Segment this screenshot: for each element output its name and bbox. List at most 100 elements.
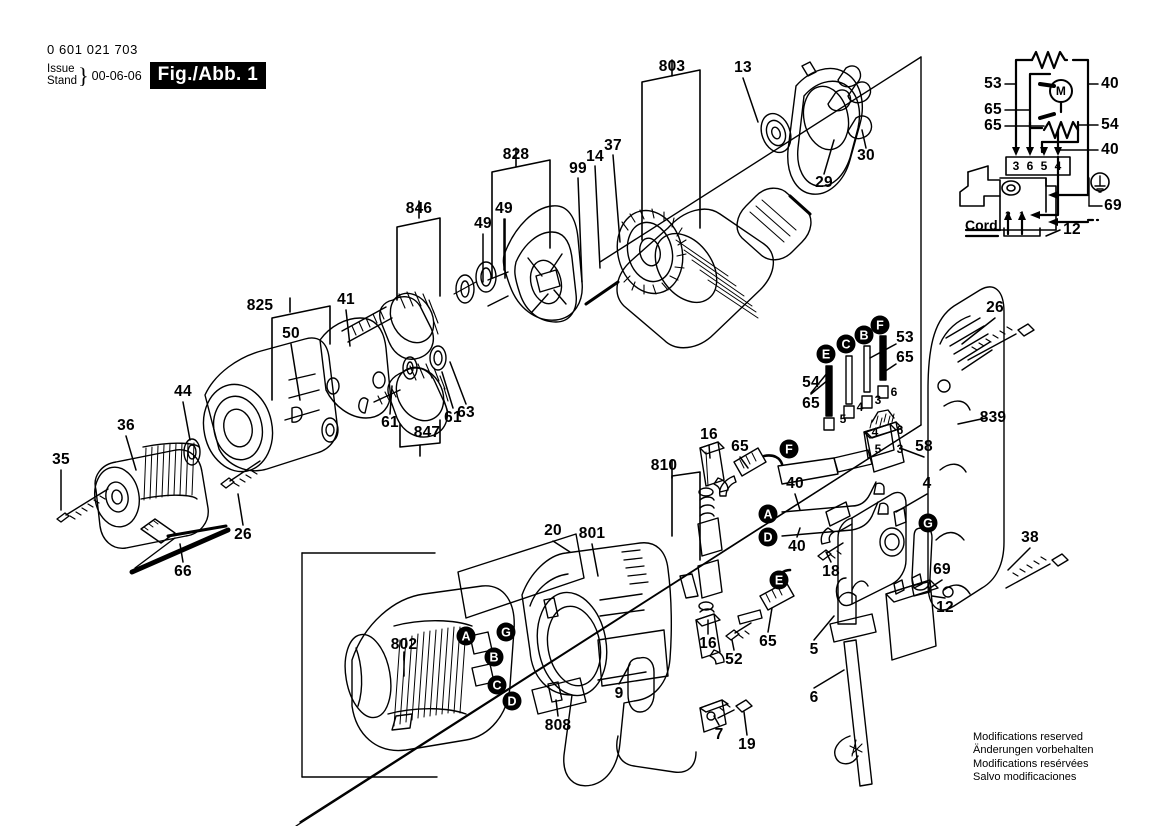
cable-clamp [699,699,753,733]
wiring-callout-40: 40 [1101,141,1119,158]
switch-assembly [777,409,907,607]
figure-badge: Fig./Abb. 1 [149,62,267,89]
gear-housing [487,205,583,323]
wiring-schematic [959,50,1110,238]
motor-end-cap [787,61,873,195]
callout-40: 40 [786,475,804,492]
callout-803: 803 [658,58,686,75]
wire-number-4: 4 [871,425,879,439]
callout-49: 49 [474,215,492,232]
callout-38: 38 [1021,529,1039,546]
callout-26: 26 [234,526,252,543]
callout-65: 65 [759,633,777,650]
callout-19: 19 [738,736,756,753]
callout-16: 16 [699,635,717,652]
connection-letter-b-2: B [854,325,874,345]
callout-846: 846 [405,200,433,217]
wire-number-5: 6 [896,423,904,437]
callout-53: 53 [896,329,914,346]
callout-41: 41 [337,291,355,308]
cord-label: Cord [965,217,998,233]
callout-63: 63 [457,404,475,421]
callout-61: 61 [381,414,399,431]
connection-letter-c-1: C [836,334,856,354]
cord-assembly [829,526,939,787]
callout-802: 802 [390,636,418,653]
callout-65: 65 [802,395,820,412]
callout-801: 801 [578,525,606,542]
terminal-lower-1: 1 [1019,210,1025,222]
wiring-callout-65: 65 [984,101,1002,118]
callout-20: 20 [544,522,562,539]
disclaimer-line-0: Modifications reserved [973,731,1084,743]
brush-wire-detail [823,335,897,459]
wire-number-7: 3 [896,442,904,456]
wiring-callout-12: 12 [1063,221,1081,238]
wiring-callout-40: 40 [1101,75,1119,92]
motor-symbol: M [1055,84,1067,98]
chuck-assembly [56,317,391,575]
wire-number-0: 5 [839,412,847,426]
part-number: 0 601 021 703 [47,42,138,57]
wire-number-6: 5 [874,442,882,456]
connection-letter-e-5: E [769,570,789,590]
callout-4: 4 [922,475,932,492]
callout-26: 26 [986,299,1004,316]
callout-18: 18 [822,563,840,580]
callout-44: 44 [174,383,192,400]
callout-29: 29 [815,174,833,191]
callout-14: 14 [586,148,604,165]
callout-66: 66 [174,563,192,580]
handle-shell [927,286,1069,611]
callout-828: 828 [502,146,530,163]
issue-label: Issue [47,63,75,75]
callout-5: 5 [809,641,819,658]
callout-808: 808 [544,717,572,734]
callout-30: 30 [857,147,875,164]
callout-54: 54 [802,374,820,391]
callout-810: 810 [650,457,678,474]
connection-letter-d-7: D [758,527,778,547]
callout-16: 16 [700,426,718,443]
callout-58: 58 [915,438,933,455]
connection-letter-a-9: A [456,626,476,646]
callout-65: 65 [731,438,749,455]
callout-35: 35 [52,451,70,468]
connection-letter-e-0: E [816,344,836,364]
callout-49: 49 [495,200,513,217]
disclaimer-line-2: Modifications resérvées [973,757,1089,770]
callout-61: 61 [444,409,462,426]
plate-808 [531,677,587,715]
callout-36: 36 [117,417,135,434]
connection-letter-d-13: D [502,691,522,711]
brace-glyph: } [78,62,89,88]
terminal-5: 5 [1040,159,1048,173]
wiring-callout-69: 69 [1104,197,1122,214]
callout-9: 9 [614,685,624,702]
callout-40: 40 [788,538,806,555]
issue-stand-labels: Issue Stand [47,63,77,87]
connection-letter-g-8: G [918,513,938,533]
brush-assembly [695,441,752,665]
connection-letter-g-10: G [496,622,516,642]
wire-number-2: 3 [874,393,882,407]
issue-date: 00-06-06 [91,68,142,83]
upper-assembly-frame [295,56,922,826]
callout-50: 50 [282,325,300,342]
connection-letter-b-11: B [484,647,504,667]
wire-number-1: 4 [856,400,864,414]
bracket-leaders [271,59,701,661]
wire-number-3: 6 [890,385,898,399]
callout-52: 52 [725,651,743,668]
connection-letter-c-12: C [487,675,507,695]
title-block: 0 601 021 703 Issue Stand } 00-06-06 Fig… [47,42,267,89]
disclaimer-line-3: Salvo modificaciones [973,771,1077,784]
callout-12: 12 [936,599,954,616]
terminal-3: 3 [1012,159,1020,173]
callout-69: 69 [933,561,951,578]
connection-letter-f-4: F [779,439,799,459]
callout-65: 65 [896,349,914,366]
